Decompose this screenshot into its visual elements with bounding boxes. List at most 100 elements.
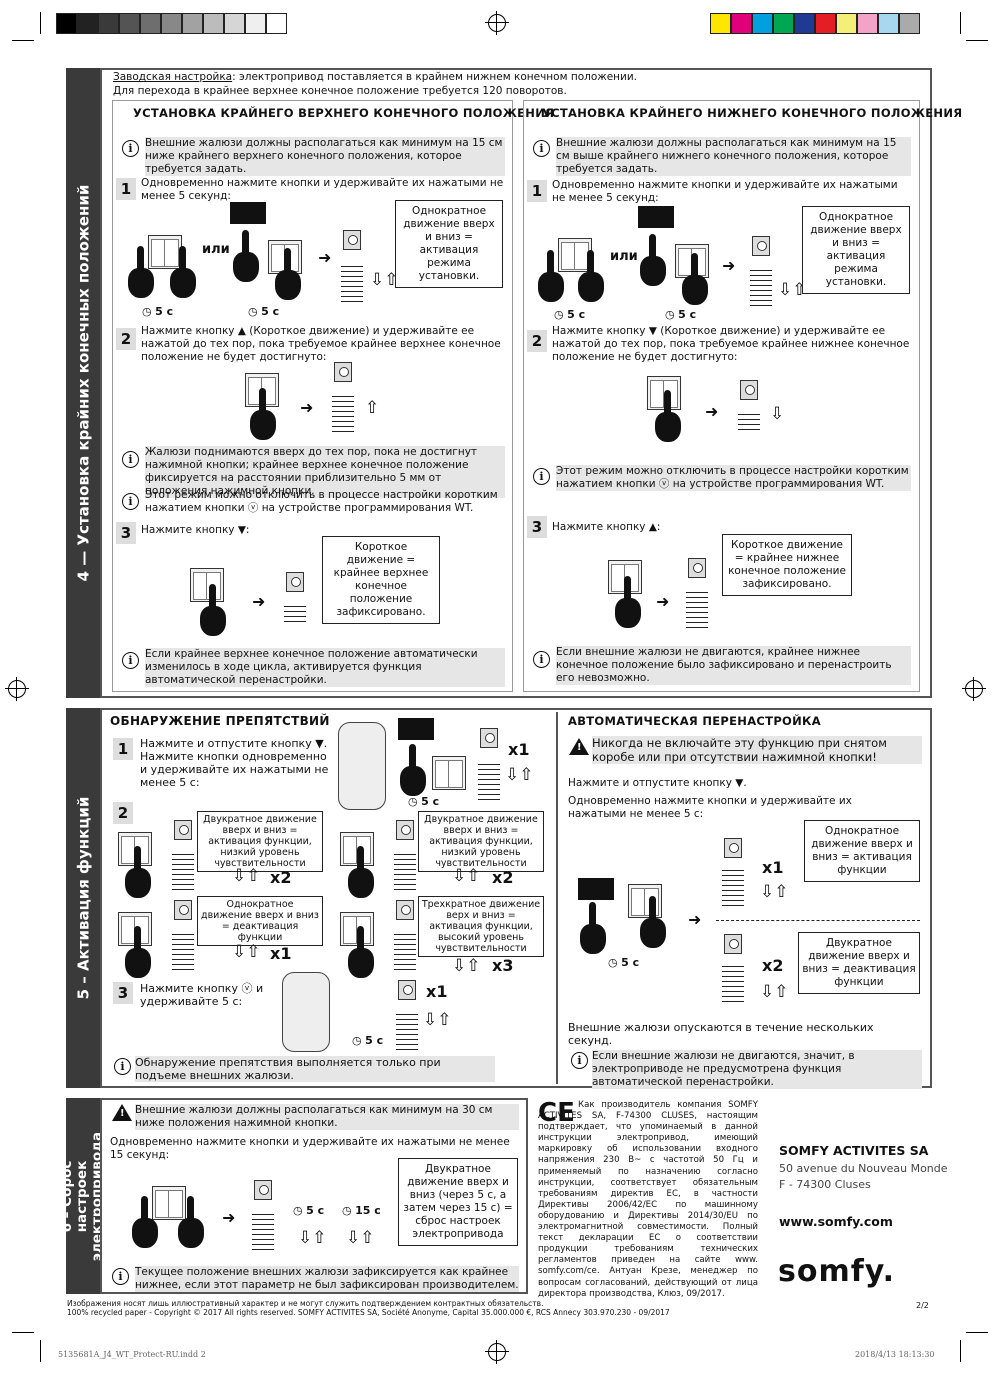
- hand-icon: [580, 902, 606, 954]
- motor-icon: [724, 838, 742, 858]
- hand-icon: [233, 230, 259, 282]
- step-number: 1: [527, 180, 547, 202]
- blind-slats-icon: [332, 392, 354, 436]
- switch-icon: [628, 884, 662, 918]
- color-swatch: [857, 13, 878, 34]
- ce-mark: CE: [538, 1098, 575, 1128]
- count-label: x2: [492, 868, 514, 887]
- motor-icon: [254, 1180, 272, 1200]
- motor-icon: [398, 980, 416, 1000]
- auto-line2: Одновременно нажмите кнопки и удерживайт…: [568, 795, 852, 820]
- clock-icon: 5 c: [408, 795, 439, 808]
- info-icon: i: [112, 1268, 129, 1285]
- updown-arrows-icon: ⇩⇧: [346, 1228, 375, 1248]
- gray-swatch: [161, 13, 182, 34]
- color-swatch: [836, 13, 857, 34]
- factory-setting-text: : электропривод поставляется в крайнем н…: [232, 71, 638, 83]
- color-swatch: [878, 13, 899, 34]
- section6-sidebar: 6 – Сброс настроек электропривода: [60, 1098, 106, 1294]
- info-icon: i: [533, 651, 550, 668]
- company-website[interactable]: www.somfy.com: [779, 1214, 893, 1229]
- clock-icon: 15 c: [342, 1204, 381, 1217]
- crop-mark: [966, 40, 988, 41]
- upper-info-4: Если крайнее верхнее конечное положение …: [145, 648, 505, 687]
- motor-icon: [174, 820, 192, 840]
- company-name: SOMFY ACTIVITES SA: [779, 1143, 929, 1158]
- blind-slats-icon: [172, 850, 194, 894]
- lower-step3-text: Нажмите кнопку ▲:: [552, 521, 661, 533]
- obstacle-step3-text: Нажмите кнопку ⓥ и удерживайте 5 с:: [140, 982, 264, 1008]
- wall-switch-icon: [398, 718, 434, 740]
- clock-icon: 5 c: [665, 308, 696, 321]
- gray-swatch: [77, 13, 98, 34]
- hand-icon: [655, 390, 681, 442]
- motor-icon: [396, 820, 414, 840]
- motor-icon: [752, 236, 770, 256]
- registration-mark-icon: [485, 1340, 509, 1364]
- hand-icon: [640, 234, 666, 286]
- crop-mark: [40, 1340, 41, 1362]
- lower-step1-text: Одновременно нажмите кнопки и удерживайт…: [552, 179, 898, 204]
- lower-bubble-1: Однократное движение вверх и вниз = акти…: [802, 206, 910, 294]
- hand-icon: [178, 1196, 204, 1248]
- updown-arrows-icon: ⇩⇧: [505, 765, 534, 785]
- blind-slats-icon: [478, 760, 500, 804]
- step-number: 2: [113, 802, 133, 824]
- count-label: x2: [270, 868, 292, 887]
- hand-icon: [682, 253, 708, 305]
- gray-swatch: [56, 13, 77, 34]
- ce-declaration: Как производитель компания SOMFY ACTIVIT…: [538, 1100, 758, 1299]
- hand-icon: [538, 250, 564, 302]
- hand-icon: [250, 388, 276, 440]
- step-number: 3: [113, 982, 133, 1004]
- slug-date: 2018/4/13 18:13:30: [855, 1350, 935, 1359]
- blind-slats-icon: [252, 1210, 274, 1254]
- upper-bubble-1: Однократное движение вверх и вниз = акти…: [395, 200, 503, 288]
- upper-step2-text: Нажмите кнопку ▲ (Короткое движение) и у…: [141, 325, 501, 363]
- turns-note: Для перехода в крайнее верхнее конечное …: [113, 85, 567, 97]
- clock-icon: 5 c: [248, 305, 279, 318]
- color-swatch: [710, 13, 731, 34]
- obstacle-info: Обнаружение препятствия выполняется толь…: [135, 1056, 495, 1082]
- auto-note: Внешние жалюзи опускаются в течение неск…: [568, 1021, 874, 1047]
- lower-info-2: Этот режим можно отключить в процессе на…: [556, 465, 911, 491]
- info-icon: i: [571, 1052, 588, 1069]
- reset-warning: Внешние жалюзи должны располагаться как …: [135, 1104, 519, 1130]
- color-swatch: [794, 13, 815, 34]
- wall-switch-icon: [578, 878, 614, 900]
- registration-mark-icon: [5, 677, 29, 701]
- gray-swatch: [119, 13, 140, 34]
- hand-icon: [640, 896, 666, 948]
- crop-mark: [12, 40, 34, 41]
- company-address-2: F - 74300 Cluses: [779, 1178, 871, 1191]
- count-label: x1: [762, 858, 784, 877]
- section4-frame: [100, 68, 932, 698]
- crop-mark: [966, 1332, 988, 1333]
- step-number: 1: [116, 178, 136, 200]
- hand-icon: [125, 926, 151, 978]
- blind-slats-icon: [396, 1010, 418, 1054]
- upper-title: УСТАНОВКА КРАЙНЕГО ВЕРХНЕГО КОНЕЧНОГО ПО…: [133, 106, 555, 120]
- hand-icon: [615, 576, 641, 628]
- gray-swatch: [182, 13, 203, 34]
- color-swatch: [815, 13, 836, 34]
- warning-icon: [569, 738, 589, 755]
- footer-disclaimer: Изображения носят лишь иллюстративный ха…: [67, 1299, 544, 1308]
- updown-arrows-icon: ⇩⇧: [298, 1228, 327, 1248]
- arrow-right-icon: ➜: [688, 910, 702, 929]
- bubble-high-sensitivity: Трехкратное движение верх и вниз = актив…: [418, 896, 544, 957]
- section5-divider: [556, 712, 558, 1084]
- auto-bubble-2: Двукратное движение вверх и вниз = деакт…: [798, 932, 920, 994]
- color-swatch: [899, 13, 920, 34]
- section6-label: 6 – Сброс настроек электропривода: [59, 1131, 106, 1261]
- gray-swatch: [98, 13, 119, 34]
- blind-slats-icon: [750, 266, 772, 310]
- auto-bubble-1: Однократное движение вверх и вниз = акти…: [804, 820, 920, 882]
- arrow-right-icon: ➜: [300, 398, 314, 417]
- registration-mark-icon: [485, 11, 509, 35]
- lower-title: УСТАНОВКА КРАЙНЕГО НИЖНЕГО КОНЕЧНОГО ПОЛ…: [542, 106, 963, 120]
- count-label: x3: [492, 956, 514, 975]
- info-icon: i: [114, 1058, 131, 1075]
- footer-copyright: 100% recycled paper - Copyright © 2017 A…: [67, 1308, 670, 1317]
- section5-frame: [100, 708, 932, 1088]
